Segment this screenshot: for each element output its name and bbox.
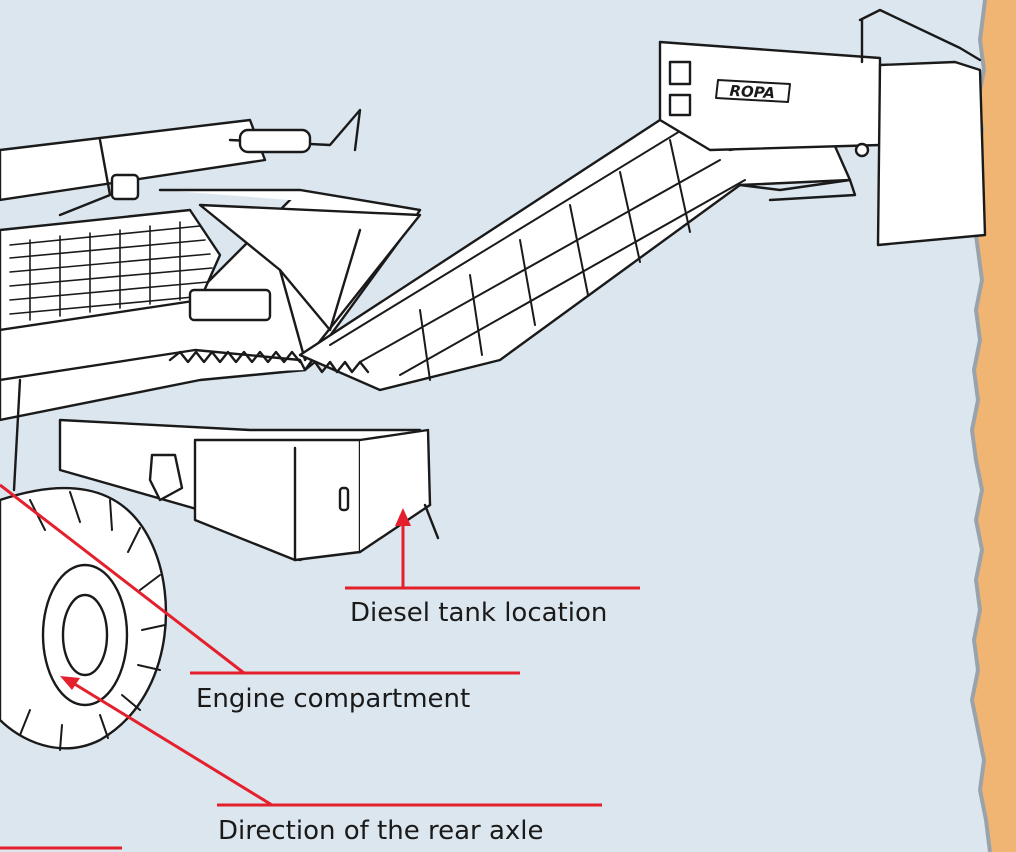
harvester-drawing	[0, 8, 987, 751]
rear-axle-arrowhead	[60, 676, 80, 690]
diesel-tank-arrowhead	[395, 508, 411, 526]
diesel-tank-box	[193, 438, 362, 562]
ropa-logo: ROPA	[729, 82, 775, 102]
diesel-tank-label: Diesel tank location	[350, 598, 608, 628]
wheel-hub	[61, 593, 109, 677]
deflector-panel	[876, 60, 987, 247]
serrated-edge	[168, 350, 302, 364]
tyre-tread	[19, 491, 166, 751]
deflector-arm	[858, 8, 982, 62]
callout-lines	[0, 483, 640, 850]
rear-axle-label: Direction of the rear axle	[218, 816, 544, 846]
elevator-serration	[303, 360, 370, 374]
control-box	[110, 173, 140, 201]
roller-housing	[188, 288, 272, 322]
elevator-support-frame	[738, 178, 857, 202]
engine-compartment-label: Engine compartment	[196, 684, 471, 714]
center-funnel	[198, 203, 422, 362]
ropa-logo-plate	[715, 79, 791, 103]
tank-bracket	[148, 453, 184, 502]
tank-latch	[338, 486, 350, 512]
boom-arm	[0, 118, 267, 202]
callout-arrowheads	[60, 508, 411, 690]
rear-axle-leader	[67, 678, 273, 807]
engine-leader	[0, 483, 245, 675]
hydraulic-cylinder	[238, 128, 312, 154]
